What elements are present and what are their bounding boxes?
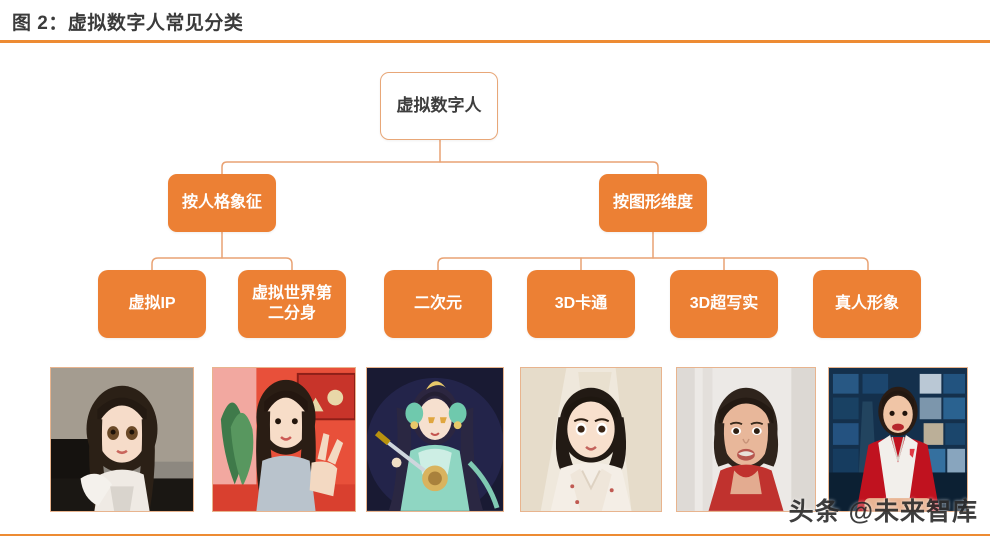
page-title: 图 2：虚拟数字人常见分类: [12, 13, 244, 34]
tree-leaf-3d-hyperreal[interactable]: 3D超写实: [670, 270, 778, 338]
tree-node-by-graphic-dimension[interactable]: 按图形维度: [599, 174, 707, 232]
tree-leaf-2d-anime-label: 二次元: [413, 295, 462, 312]
photo-3d-hyperreal: [676, 367, 816, 512]
tree-leaf-2d-anime[interactable]: 二次元: [384, 270, 492, 338]
photo-2d-anime: [366, 367, 504, 512]
tree-leaf-3d-hyperreal-label: 3D超写实: [689, 295, 759, 312]
photo-virtual-ip: [50, 367, 194, 512]
tree-leaf-virtual-ip[interactable]: 虚拟IP: [98, 270, 206, 338]
tree-node-by-personality[interactable]: 按人格象征: [168, 174, 276, 232]
photo-real-person: [828, 367, 968, 512]
title-divider: [0, 40, 990, 43]
tree-node-root-label: 虚拟数字人: [396, 96, 482, 116]
tree-leaf-3d-cartoon[interactable]: 3D卡通: [527, 270, 635, 338]
watermark: 头条 @未来智库: [788, 498, 978, 526]
tree-leaf-second-avatar[interactable]: 虚拟世界第 二分身: [238, 270, 346, 338]
tree-connectors: [151, 139, 869, 271]
classification-tree: 虚拟数字人 按人格象征 按图形维度 虚拟IP 虚拟世界第 二分身 二次元 3D卡…: [0, 46, 990, 376]
tree-leaf-real-person-label: 真人形象: [834, 295, 899, 312]
tree-node-by-personality-label: 按人格象征: [181, 194, 262, 211]
tree-leaf-second-avatar-label-line2: 二分身: [267, 305, 316, 322]
photo-3d-cartoon: [520, 367, 662, 512]
tree-node-root[interactable]: 虚拟数字人: [380, 72, 498, 140]
tree-leaf-3d-cartoon-label: 3D卡通: [554, 295, 608, 312]
tree-node-by-graphic-dimension-label: 按图形维度: [612, 194, 693, 211]
example-photo-strip: [0, 367, 990, 517]
tree-leaf-virtual-ip-label: 虚拟IP: [128, 295, 176, 312]
photo-second-avatar: [212, 367, 356, 512]
tree-leaf-second-avatar-label-line1: 虚拟世界第: [251, 285, 332, 302]
bottom-divider: [0, 534, 990, 536]
tree-leaf-real-person[interactable]: 真人形象: [813, 270, 921, 338]
